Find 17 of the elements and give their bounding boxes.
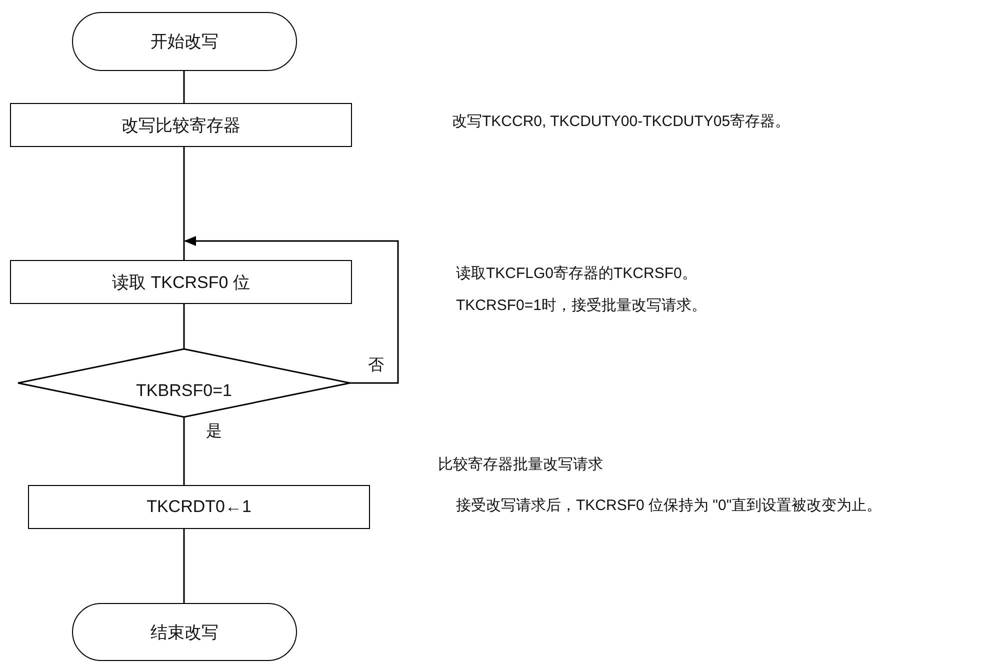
decision-diamond: TKBRSF0=1 [18,349,350,417]
process-box: TKCRDT0←1 [28,485,370,529]
connector-line [183,147,185,260]
arrow [184,236,399,384]
note-text: 改写TKCCR0, TKCDUTY00-TKCDUTY05寄存器。 [452,112,792,132]
connector-line [183,417,185,485]
connector-line [183,71,185,103]
end-terminal: 结束改写 [72,603,297,661]
start-terminal: 开始改写 [72,12,297,71]
note-text: 比较寄存器批量改写请求 [438,455,604,475]
connector-line [183,529,185,603]
note-text: TKCRSF0=1时，接受批量改写请求。 [456,296,708,316]
note-text: 读取TKCFLG0寄存器的TKCRSF0。 [456,264,698,284]
note-text: 接受改写请求后，TKCRSF0 位保持为 "0"直到设置被改变为止。 [456,496,883,516]
connector-line [183,304,185,349]
process-box: 读取 TKCRSF0 位 [10,260,352,304]
process-box: 改写比较寄存器 [10,103,352,147]
